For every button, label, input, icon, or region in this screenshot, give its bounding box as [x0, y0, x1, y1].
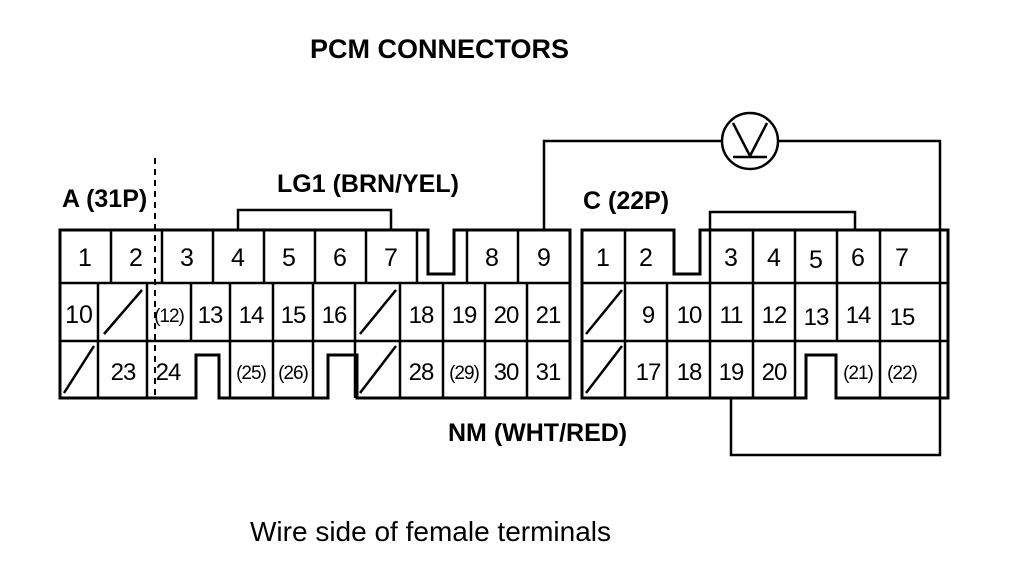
connector-c-empty-cavity: [585, 289, 623, 335]
connector-a-terminal: 13: [198, 302, 223, 329]
connector-c-row3-dividers: [623, 341, 882, 398]
connector-c-empty-cavity: [585, 345, 623, 394]
connector-a-terminal: 31: [536, 359, 561, 386]
connector-a-empty-cavity: [359, 289, 397, 335]
connector-a-row1-dividers: [109, 230, 520, 283]
connector-c-row1-dividers: [623, 230, 882, 283]
connector-a-empty-cavity: [359, 345, 397, 394]
connector-a-row3-dividers: [96, 341, 529, 398]
connector-a-terminal: 2: [129, 244, 143, 272]
connector-a-terminal: (25): [236, 363, 266, 384]
connector-c-terminal: 17: [636, 359, 661, 386]
connector-a-terminal: 28: [409, 359, 434, 386]
connector-c-terminal: 9: [642, 302, 655, 329]
connector-a-terminal: 15: [281, 302, 306, 329]
connector-a-terminal: 9: [537, 244, 551, 272]
connector-a: 1 2 3 4 5 6 7 8 9 10 (12) 13 14 15 16 18…: [58, 228, 572, 400]
connector-c-terminal: 14: [846, 302, 871, 329]
connector-a-terminal: 10: [65, 301, 93, 329]
connector-a-terminal: (12): [154, 306, 184, 327]
connector-c-terminal: 4: [767, 244, 781, 272]
connector-c: 1 2 3 4 5 6 7 9 10 11 12 13 14 15 17 18 …: [580, 228, 950, 400]
connector-c-terminal: 6: [851, 244, 865, 272]
connector-c-outline: [580, 228, 950, 400]
connector-a-terminal: 30: [494, 359, 519, 386]
diagram-title: PCM CONNECTORS: [310, 34, 569, 64]
connector-a-terminal: 5: [282, 244, 296, 272]
connector-a-terminal: 14: [239, 302, 264, 329]
connector-a-terminal: 6: [333, 244, 347, 272]
meter-lead-negative: [729, 139, 942, 457]
connector-a-terminal: 16: [322, 302, 347, 329]
connector-a-terminal: (26): [278, 363, 308, 384]
connector-c-row2-dividers: [623, 283, 882, 341]
connector-a-terminal: 1: [78, 244, 92, 272]
connector-c-terminal: 1: [596, 244, 610, 272]
connector-a-terminal: 3: [180, 244, 194, 272]
connector-a-terminal: 23: [111, 359, 136, 386]
connector-a-terminal: 20: [494, 302, 519, 329]
connector-a-label: A (31P): [62, 185, 147, 213]
connector-a-terminal: 7: [384, 244, 398, 272]
connector-c-label: C (22P): [583, 187, 669, 215]
connector-c-terminal: 18: [677, 359, 702, 386]
connector-c-terminal: 20: [762, 359, 787, 386]
connector-c-terminal: 2: [639, 244, 653, 272]
connector-a-outline: [58, 228, 572, 400]
connector-c-terminal: 12: [762, 302, 787, 329]
connector-c-terminal: 5: [809, 246, 823, 274]
connector-c-terminal: 10: [677, 302, 702, 329]
connector-c-terminal: 3: [724, 244, 738, 272]
connector-a-terminal: 24: [156, 359, 181, 386]
connector-a-terminal: 21: [536, 302, 561, 329]
connector-a-terminal: 18: [409, 302, 434, 329]
connector-c-terminal: 11: [720, 302, 744, 329]
wire-lg1-label: LG1 (BRN/YEL): [277, 170, 459, 198]
connector-c-ground-jumper-wire: [708, 210, 857, 230]
connector-a-terminal: 4: [231, 244, 245, 272]
connector-a-empty-cavity: [62, 345, 96, 394]
connector-c-terminal: 19: [719, 359, 744, 386]
connector-c-terminal: 13: [804, 304, 829, 331]
connector-a-empty-cavity: [103, 289, 143, 335]
connector-c-terminal: (21): [843, 363, 873, 384]
connector-a-terminal: (29): [449, 363, 479, 384]
caption: Wire side of female terminals: [250, 516, 611, 547]
connector-a-terminal: 19: [452, 302, 477, 329]
voltmeter-icon: [720, 111, 780, 171]
connector-c-terminal: 7: [895, 244, 909, 272]
meter-lead-positive: [542, 139, 722, 230]
lg1-jumper-wire: [236, 208, 393, 230]
connector-c-terminal: 15: [890, 304, 915, 331]
connector-a-row2-dividers: [96, 283, 529, 341]
connector-c-terminal: (22): [887, 363, 917, 384]
connector-a-terminal: 8: [485, 244, 499, 272]
wire-nm-label: NM (WHT/RED): [448, 419, 627, 447]
